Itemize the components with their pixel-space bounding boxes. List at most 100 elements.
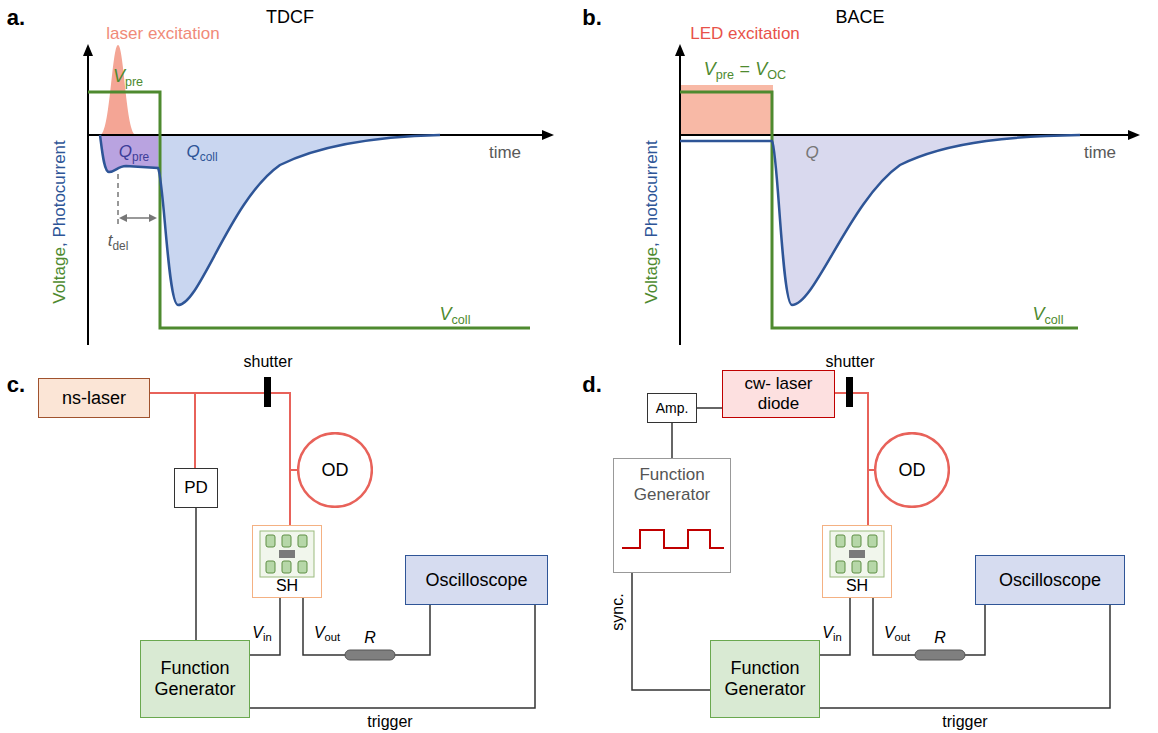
- charge-label: pre: [132, 149, 149, 163]
- signal-wire: [671, 423, 673, 458]
- bace-plot: [675, 44, 1140, 345]
- panel-title-group: TDCF: [266, 7, 314, 29]
- signal-wire: [820, 605, 1110, 708]
- part-label-group: shutter: [826, 352, 875, 371]
- panel-title: TDCF: [266, 7, 314, 27]
- part-label: shutter: [826, 353, 875, 370]
- circle-shape: [875, 433, 949, 507]
- axis-label-group: Voltage, Photocurrent: [50, 140, 70, 304]
- annotation-group: LED excitation: [690, 24, 800, 44]
- signal-label: out: [325, 632, 341, 644]
- charge-label: coll: [200, 149, 218, 163]
- voltage-label: V: [113, 66, 125, 86]
- voltage-label-group: Vcoll: [440, 304, 471, 326]
- generator-box: Function Generator: [710, 640, 820, 718]
- node-text: Function Generator: [619, 465, 725, 504]
- signal-label: in: [263, 632, 272, 644]
- voltage-label: coll: [452, 313, 471, 327]
- node-text: Function Generator: [146, 658, 244, 699]
- signal-wire: [195, 508, 197, 640]
- oscilloscope-box: Oscilloscope: [405, 555, 548, 605]
- panel-letter: a.: [7, 5, 25, 30]
- voltage-label-group: Vpre=VOC: [704, 59, 786, 81]
- shutter-symbol: [846, 377, 853, 407]
- node-text: SH: [846, 577, 868, 595]
- charge-label: Q: [186, 142, 199, 161]
- node-text: PD: [184, 478, 208, 498]
- node-text: OD: [899, 460, 926, 481]
- voltage-label: coll: [1045, 313, 1064, 327]
- signal-wire: [632, 573, 710, 690]
- amplifier-box: Amp.: [647, 393, 697, 423]
- signal-label-group: Vin: [822, 623, 841, 642]
- panel-title: BACE: [835, 7, 884, 27]
- part-label-group: R: [364, 628, 376, 647]
- sample-holder: SH: [252, 525, 322, 598]
- signal-label-group: Vout: [314, 623, 340, 642]
- voltage-label: pre: [716, 68, 734, 82]
- charge-label-group: Q: [805, 143, 818, 163]
- photodiode-box: PD: [174, 468, 218, 508]
- wire-label: sync.: [609, 590, 627, 633]
- laser-box: ns-laser: [38, 378, 150, 418]
- panel-letter-group: a.: [7, 5, 25, 31]
- signal-wire: [250, 598, 280, 655]
- node-text: OD: [322, 460, 349, 481]
- signal-label: V: [822, 624, 833, 641]
- part-label-group: R: [934, 628, 946, 647]
- generator-box: Function Generator: [140, 640, 250, 718]
- signal-label: in: [833, 632, 842, 644]
- circle-shape: [298, 433, 372, 507]
- delay-label-group: tdel: [108, 231, 129, 251]
- axis-label: Voltage: [50, 247, 69, 304]
- square-wave: [622, 530, 724, 548]
- signal-wire: [250, 605, 535, 708]
- laser-beam: [290, 470, 297, 525]
- axis-label: Voltage: [642, 247, 661, 304]
- sample-holder-picture: [252, 525, 322, 598]
- shutter-symbol: [264, 377, 271, 407]
- axis-label: , Photocurrent: [50, 140, 69, 247]
- node-text: Function Generator: [716, 658, 814, 699]
- signal-wire: [697, 407, 722, 409]
- charge-label-group: Qcoll: [186, 142, 217, 162]
- node-text: Amp.: [656, 400, 689, 416]
- tdcf-plot: [83, 44, 554, 345]
- oscilloscope-box: Oscilloscope: [975, 555, 1125, 605]
- panel-title-group: BACE: [835, 7, 884, 29]
- axis-label-group: time: [1084, 143, 1116, 163]
- node-text: cw- laser diode: [728, 374, 829, 413]
- laser-beam: [150, 393, 195, 468]
- wire-label: trigger: [939, 713, 990, 731]
- signal-label-group: Vin: [252, 623, 271, 642]
- annotation: LED excitation: [690, 24, 800, 43]
- signal-label: V: [252, 624, 263, 641]
- axis-label-group: time: [489, 143, 521, 163]
- node-text: Oscilloscope: [425, 570, 527, 591]
- signal-label-group: Vout: [884, 623, 910, 642]
- part-label: R: [934, 629, 946, 646]
- part-label-group: shutter: [244, 352, 293, 371]
- panel-letter: b.: [582, 5, 602, 30]
- voltage-label: pre: [125, 75, 143, 89]
- generator-box: Function Generator: [613, 458, 731, 573]
- laser-beam: [868, 470, 874, 525]
- voltage-label: V: [1033, 304, 1045, 324]
- node-text: ns-laser: [62, 388, 126, 409]
- voltage-label-group: Vpre: [113, 66, 143, 88]
- node-text: Oscilloscope: [999, 570, 1101, 591]
- panel-letter-group: d.: [582, 372, 602, 398]
- annotation-group: laser excitation: [106, 24, 219, 44]
- annotation: laser excitation: [106, 24, 219, 43]
- generator-ground: [613, 458, 731, 573]
- voltage-label-group: Vcoll: [1033, 304, 1064, 326]
- laser-beam: [150, 393, 297, 470]
- node-text: SH: [276, 577, 298, 595]
- axis-label: , Photocurrent: [642, 140, 661, 247]
- axis-label-group: Voltage, Photocurrent: [642, 140, 662, 304]
- filter-circle: OD: [874, 432, 950, 508]
- charge-label: Q: [119, 142, 132, 161]
- laser-box: cw- laser diode: [722, 370, 835, 418]
- signal-label: V: [884, 624, 895, 641]
- panel-letter-group: c.: [7, 372, 25, 398]
